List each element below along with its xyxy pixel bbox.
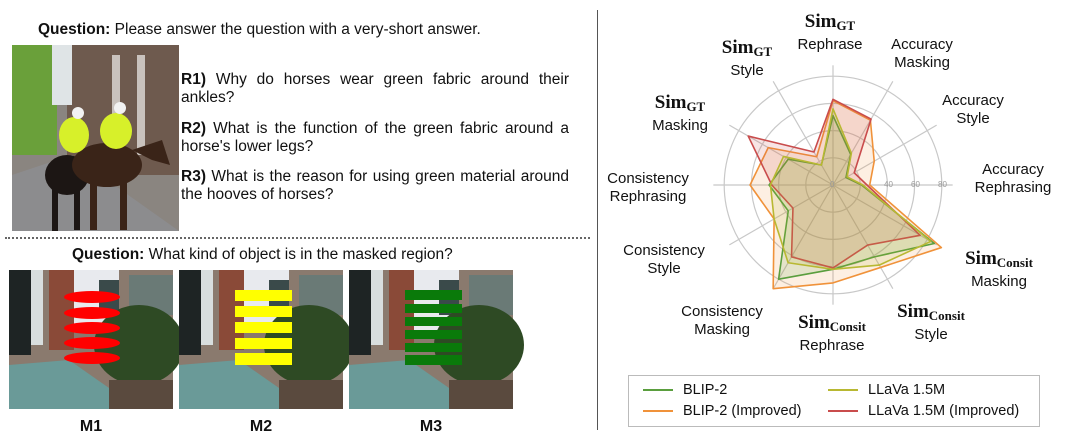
legend-swatch — [828, 389, 858, 391]
rephrasing-tag: R1) — [181, 71, 206, 88]
mask-label-m1: M1 — [79, 418, 103, 435]
axis-line — [832, 81, 894, 186]
tick-label: 40 — [884, 180, 893, 189]
legend-label: LLaVa 1.5M — [868, 382, 946, 398]
question-label: Question: — [72, 246, 145, 263]
legend-item: BLIP-2 — [643, 382, 727, 398]
question-1: Question: Please answer the question wit… — [38, 21, 481, 39]
rephrasing-text: Why do horses wear green fabric around t… — [181, 71, 569, 106]
masked-image-m1 — [9, 270, 184, 409]
rephrasing-1: R1) Why do horses wear green fabric arou… — [181, 71, 569, 107]
mask-label-m3: M3 — [419, 418, 443, 435]
legend-item: LLaVa 1.5M — [828, 382, 945, 398]
chart-legend: BLIP-2 BLIP-2 (Improved) LLaVa 1.5M LLaV… — [628, 375, 1040, 427]
series-blip-2-improved — [749, 99, 943, 290]
axis-line — [729, 124, 834, 186]
rephrasing-tag: R2) — [181, 120, 206, 137]
rephrasing-text: What is the function of the green fabric… — [181, 120, 569, 155]
vertical-divider — [597, 10, 598, 430]
rephrasing-3: R3) What is the reason for using green m… — [181, 168, 569, 204]
question-2: Question: What kind of object is in the … — [72, 246, 453, 264]
rephrasing-text: What is the reason for using green mater… — [181, 168, 569, 203]
legend-label: BLIP-2 — [683, 382, 728, 398]
question-text: What kind of object is in the masked reg… — [148, 246, 453, 263]
question-label: Question: — [38, 21, 111, 38]
axis-line — [772, 81, 834, 186]
axis-line — [772, 184, 834, 289]
mask-label-m2: M2 — [249, 418, 273, 435]
series-llava-1-5m — [769, 108, 932, 271]
legend-item: LLaVa 1.5M (Improved) — [828, 403, 1019, 419]
legend-swatch — [828, 410, 858, 412]
axis-line — [729, 184, 834, 246]
rephrasing-2: R2) What is the function of the green fa… — [181, 120, 569, 156]
legend-label: LLaVa 1.5M (Improved) — [868, 403, 1020, 419]
horse-photo — [12, 45, 179, 231]
legend-item: BLIP-2 (Improved) — [643, 403, 801, 419]
masked-images — [9, 270, 524, 409]
axis-line — [832, 184, 894, 289]
legend-swatch — [643, 410, 673, 412]
legend-label: BLIP-2 (Improved) — [683, 403, 802, 419]
masked-image-m2 — [179, 270, 354, 409]
tick-label: 0 — [830, 180, 835, 189]
axis-line — [832, 124, 937, 186]
tick-label: 60 — [911, 180, 920, 189]
legend-swatch — [643, 389, 673, 391]
question-text: Please answer the question with a very-s… — [114, 21, 481, 38]
rephrasing-tag: R3) — [181, 168, 206, 185]
dotted-divider — [5, 237, 590, 239]
masked-image-m3 — [349, 270, 524, 409]
tick-label: 80 — [938, 180, 947, 189]
series-llava-1-5m-improved — [747, 98, 921, 269]
